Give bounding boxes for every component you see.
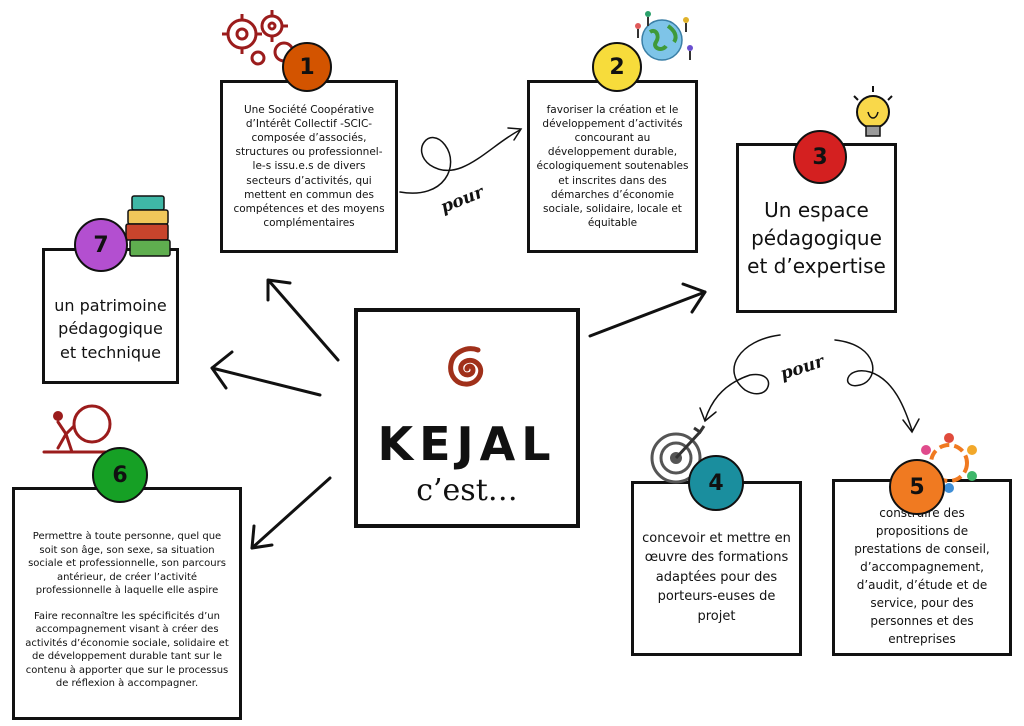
arrow-to-node-3 (588, 290, 707, 338)
node-2-badge: 2 (592, 42, 642, 92)
loop-arrow-1-to-2 (399, 129, 521, 194)
node-7-box: un patrimoine pédagogique et technique (42, 248, 179, 384)
node-7-text: un patrimoine pédagogique et technique (54, 296, 167, 362)
center-box: KEJAL c’est… (354, 308, 580, 528)
gears-icon (222, 10, 295, 66)
node-6-text-2: Faire reconnaître les spécificités d’un … (25, 610, 229, 690)
suitcases-icon (125, 195, 171, 257)
arrowhead-node-1 (266, 278, 292, 302)
loop-arrow-3-to-4 (704, 334, 781, 421)
arrow-to-node-6 (250, 476, 332, 550)
node-4-badge: 4 (688, 455, 744, 511)
earth-people-icon (635, 11, 693, 61)
loop-arrow-3-to-5 (834, 339, 913, 431)
node-6-text: Permettre à toute personne, quel que soi… (28, 531, 226, 597)
node-7-badge: 7 (74, 218, 128, 272)
node-3-box: Un espace pédagogique et d’expertise (736, 143, 897, 313)
target-icon (650, 425, 706, 484)
node-2-text: favoriser la création et le développemen… (536, 103, 689, 230)
center-subtitle: c’est… (416, 472, 518, 508)
node-4-text: concevoir et mettre en œuvre des formati… (642, 530, 791, 624)
node-3-badge: 3 (793, 130, 847, 184)
node-1-box: Une Société Coopérative d’Intérêt Collec… (220, 80, 398, 253)
arrow-to-node-7 (210, 366, 322, 397)
node-5-badge: 5 (889, 459, 945, 515)
arrowhead-node-6 (250, 524, 274, 550)
loop-arrowhead-2 (507, 127, 523, 141)
node-5-text: construire des propositions de prestatio… (854, 505, 990, 646)
node-1-text: Une Société Coopérative d’Intérêt Collec… (233, 103, 385, 230)
spiral-logo-icon (448, 345, 484, 387)
node-6-badge: 6 (92, 447, 148, 503)
center-title: KEJAL (377, 416, 557, 471)
node-2-box: favoriser la création et le développemen… (527, 80, 698, 253)
node-3-text: Un espace pédagogique et d’expertise (747, 198, 886, 278)
arrow-to-node-1 (268, 280, 340, 362)
node-1-badge: 1 (282, 42, 332, 92)
person-pushing-boulder-icon (42, 404, 112, 454)
node-6-box: Permettre à toute personne, quel que soi… (12, 487, 242, 720)
lightbulb-icon (853, 86, 893, 137)
arrowhead-node-3 (681, 282, 707, 314)
loop-arrowhead-4 (699, 407, 717, 423)
arrowhead-node-7 (210, 350, 234, 390)
loop-arrowhead-5 (902, 418, 920, 434)
